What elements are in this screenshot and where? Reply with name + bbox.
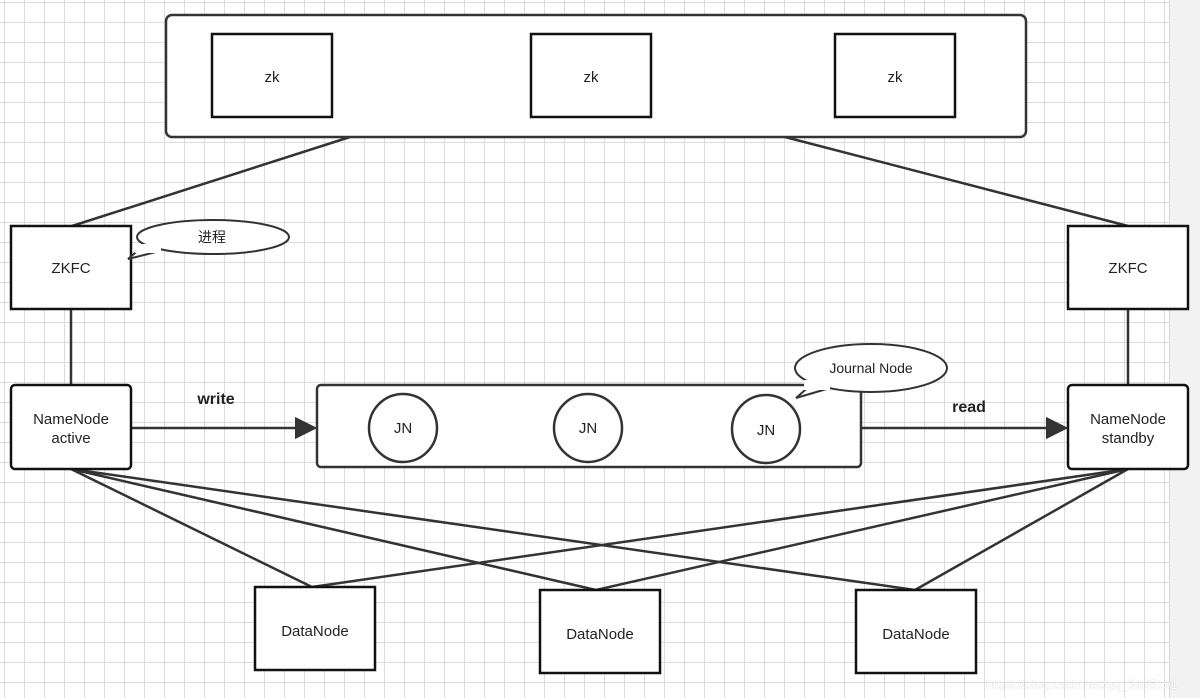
line-standby-to-datanode-1: [311, 467, 1129, 589]
datanode-2: DataNode: [538, 588, 662, 675]
datanode-3: DataNode: [854, 588, 978, 675]
line-standby-to-datanode-2: [595, 467, 1129, 592]
zkfc-right-label: ZKFC: [1108, 260, 1147, 277]
connector-lines: [69, 135, 1130, 592]
namenode-active-line1: NameNode: [33, 411, 109, 428]
zk-node-1-label: zk: [265, 69, 281, 86]
namenode-active: NameNode active: [9, 383, 133, 471]
line-standby-to-datanode-3: [914, 467, 1129, 592]
jn-node-3-label: JN: [757, 422, 775, 439]
journal-node-callout-label: Journal Node: [829, 360, 912, 376]
zk-node-3: zk: [833, 32, 957, 119]
zkfc-left: ZKFC: [9, 224, 133, 311]
datanode-1-label: DataNode: [281, 623, 349, 640]
namenode-standby: NameNode standby: [1066, 383, 1190, 471]
jn-node-1: JN: [367, 392, 439, 464]
jn-node-2-label: JN: [579, 420, 597, 437]
jn-node-2: JN: [552, 392, 624, 464]
jn-node-1-label: JN: [394, 420, 412, 437]
namenode-active-line2: active: [51, 430, 90, 447]
datanode-1: DataNode: [253, 585, 377, 672]
zk-node-1: zk: [210, 32, 334, 119]
line-active-to-datanode-1: [70, 467, 313, 589]
jn-node-3: JN: [730, 393, 802, 465]
read-label: read: [952, 399, 986, 416]
line-active-to-datanode-3: [70, 467, 916, 592]
line-zk-to-zkfc-right: [784, 135, 1129, 228]
line-zk-to-zkfc-left: [71, 135, 351, 228]
write-label: write: [196, 391, 234, 408]
process-callout-label: 进程: [198, 229, 226, 245]
watermark-text: https://blog.csdn.net/qq_3465191: [985, 677, 1178, 692]
zk-node-3-label: zk: [888, 69, 904, 86]
namenode-standby-line1: NameNode: [1090, 411, 1166, 428]
journal-node-callout: Journal Node: [794, 343, 948, 399]
page-right-edge: [1169, 0, 1200, 698]
process-callout: 进程: [127, 219, 290, 260]
zk-node-2: zk: [529, 32, 653, 119]
zkfc-left-label: ZKFC: [51, 260, 90, 277]
datanode-2-label: DataNode: [566, 626, 634, 643]
datanode-3-label: DataNode: [882, 626, 950, 643]
namenode-standby-line2: standby: [1102, 430, 1155, 447]
line-active-to-datanode-2: [70, 467, 597, 592]
zk-node-2-label: zk: [584, 69, 600, 86]
zkfc-right: ZKFC: [1066, 224, 1190, 311]
